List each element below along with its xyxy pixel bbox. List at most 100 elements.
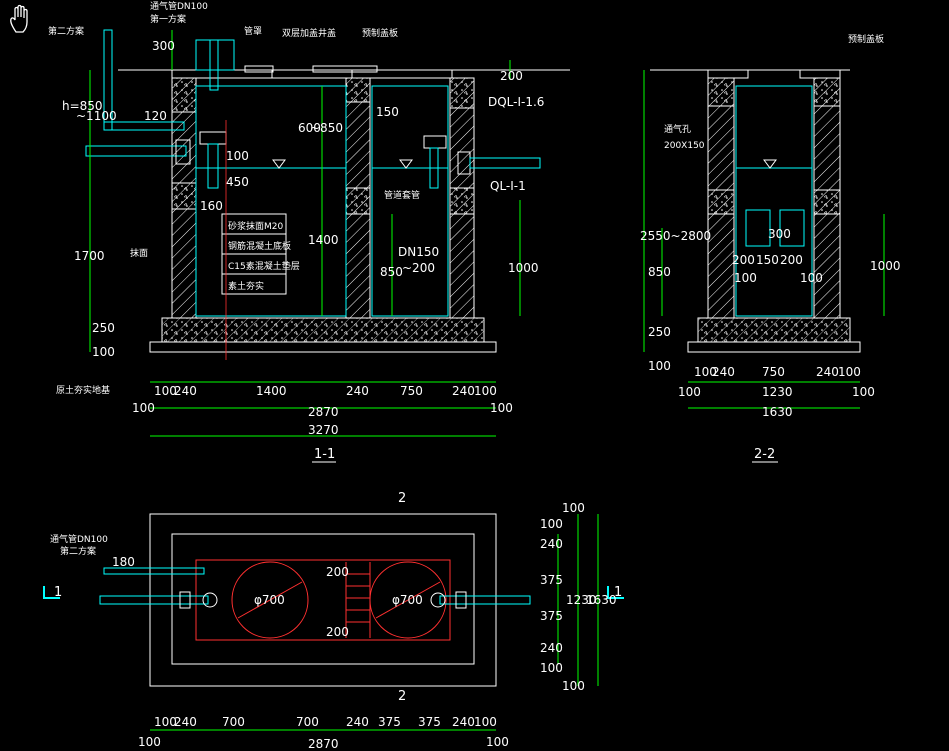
plan-h-right: 100 <box>486 735 509 749</box>
dim-1-600: 600 <box>298 121 321 135</box>
dim-1-1000: 1000 <box>508 261 539 275</box>
dim-1-160: 160 <box>200 199 223 213</box>
note-vent-pipe-1: 通气管DN100 <box>150 0 208 12</box>
plan-h-c: 700 <box>222 715 245 729</box>
dim-1-200: 200 <box>500 69 523 83</box>
section-2-title: 2-2 <box>754 447 775 462</box>
dim-1-120: 120 <box>144 109 167 123</box>
plan-h-g: 375 <box>418 715 441 729</box>
dim-1-250: 250 <box>92 321 115 335</box>
dim-2-h-d: 240 <box>816 365 839 379</box>
note-vent-sub-1: 第二方案 <box>48 25 84 37</box>
dim-2-850: 850 <box>648 265 671 279</box>
plan-h-a: 100 <box>154 715 177 729</box>
note-slab2: 预制盖板 <box>848 33 884 45</box>
dim-2-100: 100 <box>648 359 671 373</box>
plan-h-total: 2870 <box>308 737 339 751</box>
plan-phi-left: φ700 <box>254 593 285 607</box>
dim-1-1400v: 1400 <box>308 233 339 247</box>
dim-1-h-f: 240 <box>452 384 475 398</box>
plan-v-top: 100 <box>562 501 585 515</box>
note-floor-4: 素土夯实 <box>228 280 264 292</box>
plan-v-bottom: 100 <box>562 679 585 693</box>
dim-2-left: 100 <box>678 385 701 399</box>
dim-2-300: 300 <box>768 227 791 241</box>
plan-h-left: 100 <box>138 735 161 749</box>
dim-2-range: 2550~2800 <box>640 229 711 243</box>
dim-2-h-a: 100 <box>694 365 717 379</box>
dim-2-total: 1630 <box>762 405 793 419</box>
note-slab: 预制盖板 <box>362 27 398 39</box>
note-level-up2: ~1100 <box>76 109 117 123</box>
note-dql: DQL-I-1.6 <box>488 95 544 109</box>
note-cap: 管罩 <box>244 25 262 37</box>
dim-1-h-e: 750 <box>400 384 423 398</box>
plan-h-h: 240 <box>452 715 475 729</box>
plan-marker-right: 1 <box>614 585 622 600</box>
note-plan-pipe: 通气管DN100 <box>50 533 108 545</box>
note-grating-cover: 双层加盖井盖 <box>282 27 336 39</box>
plan-v-e: 240 <box>540 641 563 655</box>
note-floor-2: 钢筋混凝土底板 <box>228 240 291 252</box>
plan-h-e: 240 <box>346 715 369 729</box>
plan-v-c: 375 <box>540 573 563 587</box>
plan-marker-top: 2 <box>398 491 406 506</box>
dim-2-in-r: 100 <box>800 271 823 285</box>
dim-1-total: 2870 <box>308 405 339 419</box>
plan-v-a: 100 <box>540 517 563 531</box>
note-wall: 抹面 <box>130 247 148 259</box>
note-vent2: 通气孔 <box>664 123 691 135</box>
section-1-title: 1-1 <box>314 447 335 462</box>
dim-2-in-c: 200 <box>780 253 803 267</box>
dim-2-in-b: 150 <box>756 253 779 267</box>
dim-2-right: 100 <box>852 385 875 399</box>
plan-h-f: 375 <box>378 715 401 729</box>
dim-1-850: ~850 <box>310 121 343 135</box>
note-vent2-sub: 200X150 <box>664 141 705 151</box>
dim-1-right: 100 <box>490 401 513 415</box>
note-floor-1: 砂浆抹面M20 <box>228 220 283 232</box>
dim-1-850b: 850 <box>380 265 403 279</box>
plan-h-i: 100 <box>474 715 497 729</box>
note-floor-3: C15素混凝土垫层 <box>228 260 300 272</box>
plan-d180: 180 <box>112 555 135 569</box>
note-cover-1: 第一方案 <box>150 13 186 25</box>
dim-1-300: 300 <box>152 39 175 53</box>
dim-1-150: 150 <box>376 105 399 119</box>
dim-2-1000: 1000 <box>870 259 901 273</box>
dim-2-in-l: 100 <box>734 271 757 285</box>
plan-h-d: 700 <box>296 715 319 729</box>
plan-h-b: 240 <box>174 715 197 729</box>
dim-1-1700: 1700 <box>74 249 105 263</box>
plan-marker-left: 1 <box>54 585 62 600</box>
dim-1-450: 450 <box>226 175 249 189</box>
note-ql: QL-I-1 <box>490 179 526 193</box>
dim-2-h-b: 240 <box>712 365 735 379</box>
dim-1-h-a: 100 <box>154 384 177 398</box>
dim-2-250: 250 <box>648 325 671 339</box>
note-dn150-sub: ~200 <box>402 261 435 275</box>
dim-1-h-b: 240 <box>174 384 197 398</box>
plan-v-d: 375 <box>540 609 563 623</box>
dim-1-h-d: 240 <box>346 384 369 398</box>
note-ground: 原土夯实地基 <box>56 384 110 396</box>
dim-1-h-c: 1400 <box>256 384 287 398</box>
plan-g200a: 200 <box>326 565 349 579</box>
section-2-2 <box>643 69 885 409</box>
section-1-1 <box>85 29 570 437</box>
plan-v-b: 240 <box>540 537 563 551</box>
hand-cursor-icon[interactable] <box>8 4 34 34</box>
note-dn150: DN150 <box>398 245 439 259</box>
plan-v-total: 1630 <box>586 593 617 607</box>
dim-1-left: 100 <box>132 401 155 415</box>
dim-1-100: 100 <box>226 149 249 163</box>
dim-2-inner: 1230 <box>762 385 793 399</box>
note-sleeve: 管道套管 <box>384 189 420 201</box>
plan-phi-right: φ700 <box>392 593 423 607</box>
dim-1-h-g: 100 <box>474 384 497 398</box>
dim-2-h-e: 100 <box>838 365 861 379</box>
plan-marker-bottom: 2 <box>398 689 406 704</box>
plan-v-f: 100 <box>540 661 563 675</box>
dim-2-h-c: 750 <box>762 365 785 379</box>
